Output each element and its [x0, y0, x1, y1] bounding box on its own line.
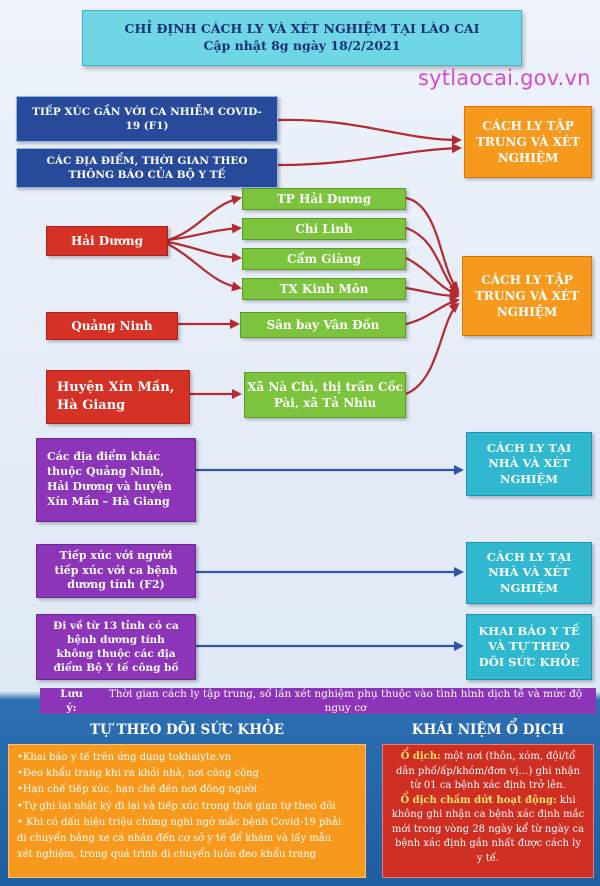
self-monitor-panel: •Khai báo y tế trên ứng dụng tokhaiyte.v… [8, 744, 366, 878]
place-chi-linh: Chí Linh [242, 218, 406, 240]
place-tp-hai-duong: TP Hải Dương [242, 188, 406, 210]
arrow-tphd-central2 [405, 196, 460, 292]
self-monitor-item: xét nghiệm, trong quá trình di chuyển lu… [17, 849, 317, 861]
outcome-central-quarantine-1: CÁCH LY TẬP TRUNG VÀ XÉT NGHIỆM [464, 106, 592, 178]
arrow-hd-chilinh [167, 223, 242, 242]
outcome-home-quarantine-2: CÁCH LY TẠI NHÀ VÀ XÉT NGHIỆM [466, 542, 592, 604]
source-f2: Tiếp xúc với người tiếp xúc với ca bệnh … [36, 544, 196, 598]
place-na-chi: Xã Nà Chì, thị trấn Cốc Pài, xã Tả Nhìu [244, 372, 406, 418]
source-other-locations: Các địa điểm khác thuộc Quảng Ninh, Hải … [36, 438, 196, 522]
source-hai-duong: Hải Dương [46, 226, 168, 256]
outcome-central-quarantine-2: CÁCH LY TẬP TRUNG VÀ XÉT NGHIỆM [462, 256, 592, 336]
outcome-self-monitor: KHAI BÁO Y TẾ VÀ TỰ THEO DÕI SỨC KHỎE [466, 614, 592, 680]
arrow-hd-tphd [167, 194, 242, 242]
self-monitor-item: •Đeo khẩu trang khi ra khỏi nhà, nơi côn… [17, 768, 259, 780]
arrow-hd-camgiang [167, 240, 242, 263]
place-van-don: Sân bay Vân Đồn [240, 312, 406, 338]
note-bar: Lưu ý: Thời gian cách ly tập trung, số l… [40, 688, 596, 714]
source-from-13-provinces: Đi về từ 13 tỉnh có ca bệnh dương tính k… [36, 614, 196, 680]
self-monitor-item: •Khai báo y tế trên ứng dụng tokhaiyte.v… [17, 752, 232, 763]
header-banner: CHỈ ĐỊNH CÁCH LY VÀ XÉT NGHIỆM TẠI LÀO C… [82, 10, 522, 66]
self-monitor-item: • Khi có dấu hiệu triệu chứng nghi ngờ m… [17, 816, 342, 828]
self-monitor-item: •Hạn chế tiếp xúc, hạn chế đến nơi đông … [17, 784, 257, 796]
source-quang-ninh: Quảng Ninh [46, 312, 178, 340]
website-watermark: sytlaocai.gov.vn [418, 66, 591, 90]
self-monitor-item: di chuyển bằng xe cá nhân đến cơ sở y tế… [17, 832, 332, 844]
outbreak-panel: Ổ dịch: một nơi (thôn, xóm, đội/tổ dân p… [382, 744, 594, 878]
arrow-vandon-central2 [405, 297, 460, 326]
outbreak-definition-1: Ổ dịch: một nơi (thôn, xóm, đội/tổ dân p… [391, 750, 585, 794]
place-cam-giang: Cẩm Giàng [242, 248, 406, 270]
arrow-kinhmon-central2 [405, 286, 460, 301]
arrow-locations-central [277, 143, 462, 167]
source-f1: TIẾP XÚC GẦN VỚI CA NHIỄM COVID-19 (F1) [16, 96, 278, 142]
self-monitor-heading: TỰ THEO DÕI SỨC KHỎE [89, 722, 285, 738]
arrow-chilinh-central2 [405, 226, 460, 294]
source-locations: CÁC ĐỊA ĐIỂM, THỜI GIAN THEO THÔNG BÁO C… [16, 148, 278, 188]
arrow-f1-central [277, 118, 462, 145]
page-title: CHỈ ĐỊNH CÁCH LY VÀ XÉT NGHIỆM TẠI LÀO C… [124, 21, 480, 37]
outbreak-def2-text: khi không ghi nhận ca bệnh xác định mắc … [391, 794, 585, 864]
source-xin-man: Huyện Xín Mần, Hà Giang [46, 370, 190, 424]
note-label: Lưu ý: [60, 687, 83, 714]
page-subtitle: Cập nhật 8g ngày 18/2/2021 [203, 38, 401, 53]
arrow-hd-kinhmon [167, 243, 242, 292]
outcome-home-quarantine-1: CÁCH LY TẠI NHÀ VÀ XÉT NGHIỆM [466, 432, 592, 496]
outbreak-def1-text: một nơi (thôn, xóm, đội/tổ dân phố/ấp/kh… [395, 751, 581, 791]
outbreak-def1-label: Ổ dịch: [400, 751, 441, 762]
outbreak-definition-2: Ổ dịch chấm dứt hoạt động: khi không ghi… [391, 794, 585, 867]
arrow-nachi-central2 [405, 302, 460, 396]
outbreak-heading: KHÁI NIỆM Ổ DỊCH [411, 722, 565, 738]
self-monitor-item: •Tự ghi lại nhật ký đi lại và tiếp xúc t… [17, 800, 336, 812]
outbreak-def2-label: Ổ dịch chấm dứt hoạt động: [400, 794, 557, 806]
place-kinh-mon: TX Kinh Môn [242, 278, 406, 300]
note-text: Thời gian cách ly tập trung, số lần xét … [108, 687, 583, 714]
